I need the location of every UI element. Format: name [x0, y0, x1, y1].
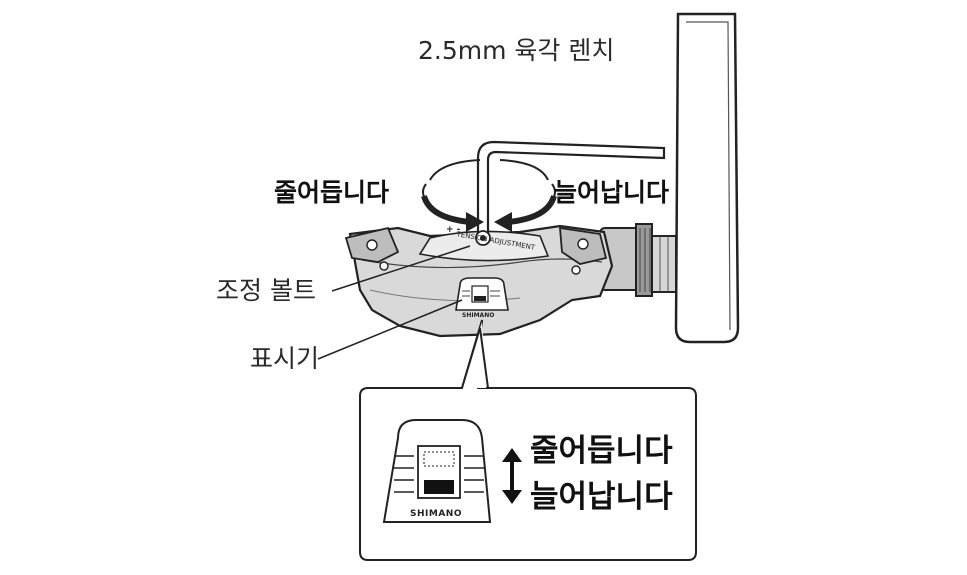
inset-decrease-label: 늘어납니다	[530, 479, 673, 515]
double-arrow-icon	[502, 448, 522, 504]
loosen-label: 늘어납니다	[554, 178, 670, 207]
pedal-brand: SHIMANO	[462, 312, 495, 319]
inset-indicator	[382, 419, 492, 523]
indicator-tension-block	[424, 480, 454, 494]
tighten-label: 줄어듭니다	[274, 178, 390, 207]
indicator-leader-line	[317, 299, 463, 360]
pedal-body	[344, 224, 614, 338]
pedal-plus-minus: + -	[446, 225, 461, 235]
bolt-label: 조정 볼트	[216, 276, 316, 305]
bolt-leader-line	[331, 245, 471, 292]
crank-arm	[674, 12, 740, 344]
wrench-label: 2.5mm 육각 렌치	[418, 36, 615, 65]
rotation-indicator	[421, 159, 557, 232]
inset-increase-label: 줄어듭니다	[530, 433, 673, 469]
inset-brand: SHIMANO	[410, 509, 462, 519]
hex-wrench	[476, 140, 666, 238]
indicator-label: 표시기	[250, 344, 320, 373]
indicator-loose-zone	[423, 451, 455, 467]
pedal-spindle	[599, 223, 677, 297]
